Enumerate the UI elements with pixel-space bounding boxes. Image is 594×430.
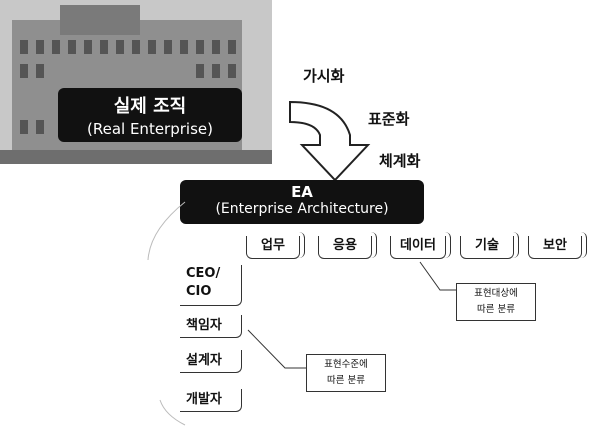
role-manager: 책임자: [180, 315, 242, 338]
building-image: [0, 0, 272, 164]
real-enterprise-subtitle: (Real Enterprise): [87, 120, 213, 138]
role-developer: 개발자: [180, 389, 242, 412]
step-standardize: 표준화: [368, 110, 410, 128]
transformation-arrow: [289, 100, 371, 182]
role-designer: 설계자: [180, 350, 242, 373]
connector-curve: [147, 201, 186, 426]
domain-tab-data: 데이터: [390, 232, 451, 259]
real-enterprise-photo: 실제 조직 (Real Enterprise): [0, 0, 272, 164]
domain-tab-technology: 기술: [460, 232, 519, 259]
role-classification-note: 표현수준에 따른 분류: [306, 354, 386, 392]
domain-classification-note: 표현대상에 따른 분류: [456, 283, 536, 321]
ea-subtitle: (Enterprise Architecture): [215, 201, 389, 217]
domain-tab-security: 보안: [528, 232, 587, 259]
domain-tab-application: 응용: [318, 232, 377, 259]
real-enterprise-title: 실제 조직: [113, 96, 187, 117]
real-enterprise-label: 실제 조직 (Real Enterprise): [58, 88, 242, 142]
ea-label: EA (Enterprise Architecture): [180, 180, 424, 224]
step-visualize: 가시화: [303, 67, 345, 85]
domain-tab-business: 업무: [246, 232, 305, 259]
step-systematize: 체계화: [379, 152, 421, 170]
ea-title: EA: [291, 183, 313, 201]
role-ceo-cio: CEO/ CIO: [180, 265, 242, 306]
